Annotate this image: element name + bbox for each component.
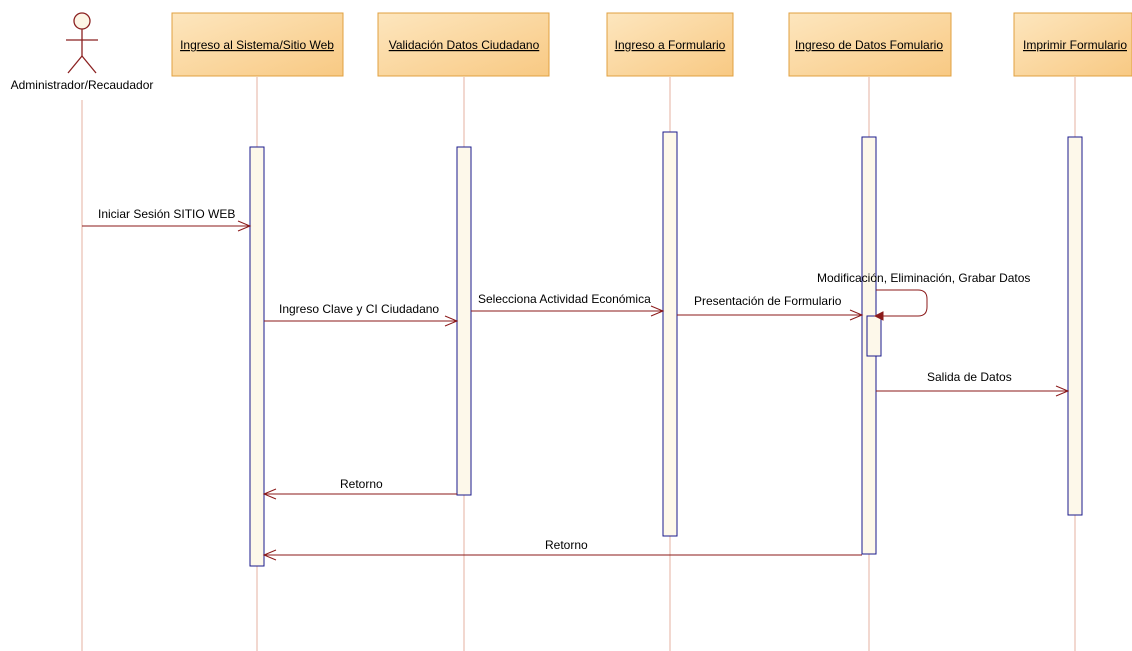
object-label-3: Ingreso a Formulario — [615, 38, 726, 52]
object-header-2: Validación Datos Ciudadano — [377, 12, 550, 77]
message-6-arrow — [876, 385, 1070, 397]
object-label-2: Validación Datos Ciudadano — [389, 38, 540, 52]
message-8-return-arrow — [262, 549, 862, 561]
activation-4-nested — [866, 315, 882, 357]
message-3-arrow — [471, 305, 665, 317]
object-header-1: Ingreso al Sistema/Sitio Web — [171, 12, 344, 77]
actor-head — [73, 12, 91, 30]
object-header-4: Ingreso de Datos Fomulario — [788, 12, 952, 77]
message-6-label: Salida de Datos — [927, 370, 1012, 384]
message-2-label: Ingreso Clave y CI Ciudadano — [279, 302, 439, 316]
activation-1 — [249, 146, 265, 567]
object-label-4: Ingreso de Datos Fomulario — [795, 38, 943, 52]
message-8-label: Retorno — [545, 538, 588, 552]
activation-5 — [1067, 136, 1083, 516]
activation-3 — [662, 131, 678, 537]
message-3-label: Selecciona Actividad Económica — [478, 292, 651, 306]
actor-name: Administrador/Recaudador — [11, 78, 154, 92]
activation-2 — [456, 146, 472, 496]
message-1-arrow — [82, 220, 252, 232]
message-4-arrow — [677, 309, 864, 321]
message-4-label: Presentación de Formulario — [694, 294, 842, 308]
object-header-3: Ingreso a Formulario — [606, 12, 734, 77]
message-1-label: Iniciar Sesión SITIO WEB — [98, 207, 235, 221]
activations — [249, 131, 1083, 567]
lifeline-lines — [81, 77, 1076, 651]
message-5-label: Modificación, Eliminación, Grabar Datos — [817, 271, 1030, 285]
messages — [82, 220, 1070, 561]
message-7-label: Retorno — [340, 477, 383, 491]
actor — [66, 12, 98, 74]
object-label-5: Imprimir Formulario — [1023, 38, 1127, 52]
message-7-return-arrow — [262, 488, 457, 500]
object-label-1: Ingreso al Sistema/Sitio Web — [180, 38, 334, 52]
message-5-self-arrow — [873, 289, 928, 321]
message-2-arrow — [264, 315, 459, 327]
object-header-5: Imprimir Formulario — [1013, 12, 1132, 77]
